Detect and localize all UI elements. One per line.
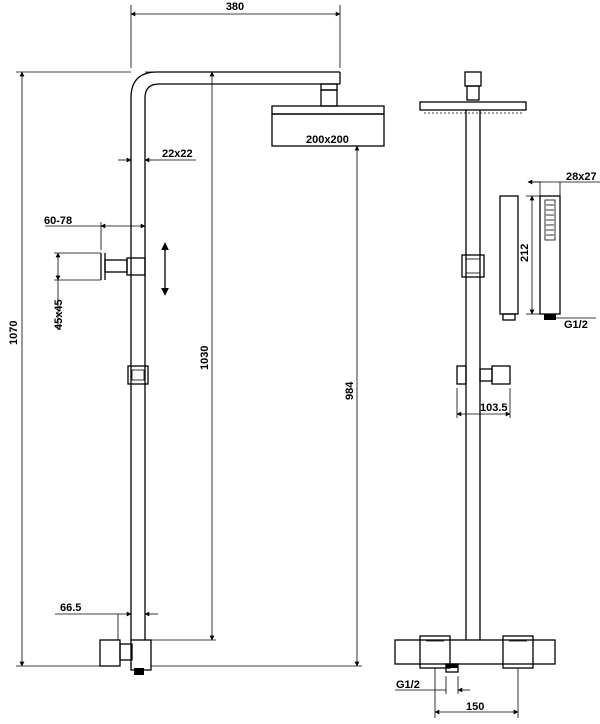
shower-head-side — [271, 83, 385, 147]
label-inlet-spacing: 150 — [466, 701, 484, 713]
label-bracket-size: 45x45 — [53, 299, 65, 330]
riser-pipe — [130, 98, 146, 640]
hand-shower-holder-front — [456, 365, 511, 385]
slider-holder-side — [127, 365, 149, 385]
label-holder-depth: 103.5 — [480, 402, 508, 414]
side-view — [99, 71, 385, 675]
label-total-height: 1070 — [8, 321, 20, 345]
label-pipe-section: 22x22 — [162, 148, 193, 160]
label-inlet-thread: G1/2 — [396, 679, 420, 691]
mixer-side — [99, 639, 152, 675]
label-head-size: 200x200 — [306, 134, 349, 146]
shower-head-front — [419, 101, 527, 111]
label-arm-length: 380 — [226, 1, 244, 13]
slider-holder-front — [461, 254, 485, 278]
shower-arm — [130, 71, 341, 99]
wall-bracket-side — [100, 253, 146, 280]
front-dimensions — [395, 179, 600, 718]
label-hand-shower-length: 212 — [519, 244, 531, 262]
hand-shower-detail — [499, 195, 561, 321]
label-head-height: 984 — [344, 381, 356, 400]
mixer-front — [394, 635, 556, 673]
front-view — [394, 71, 556, 673]
side-dimensions — [16, 5, 384, 667]
label-hand-shower-section: 28x27 — [566, 171, 597, 183]
label-rail-height: 1030 — [199, 346, 211, 370]
label-hand-shower-thread: G1/2 — [564, 319, 588, 331]
label-bottom-offset: 66.5 — [60, 602, 81, 614]
label-wall-distance: 60-78 — [44, 215, 72, 227]
